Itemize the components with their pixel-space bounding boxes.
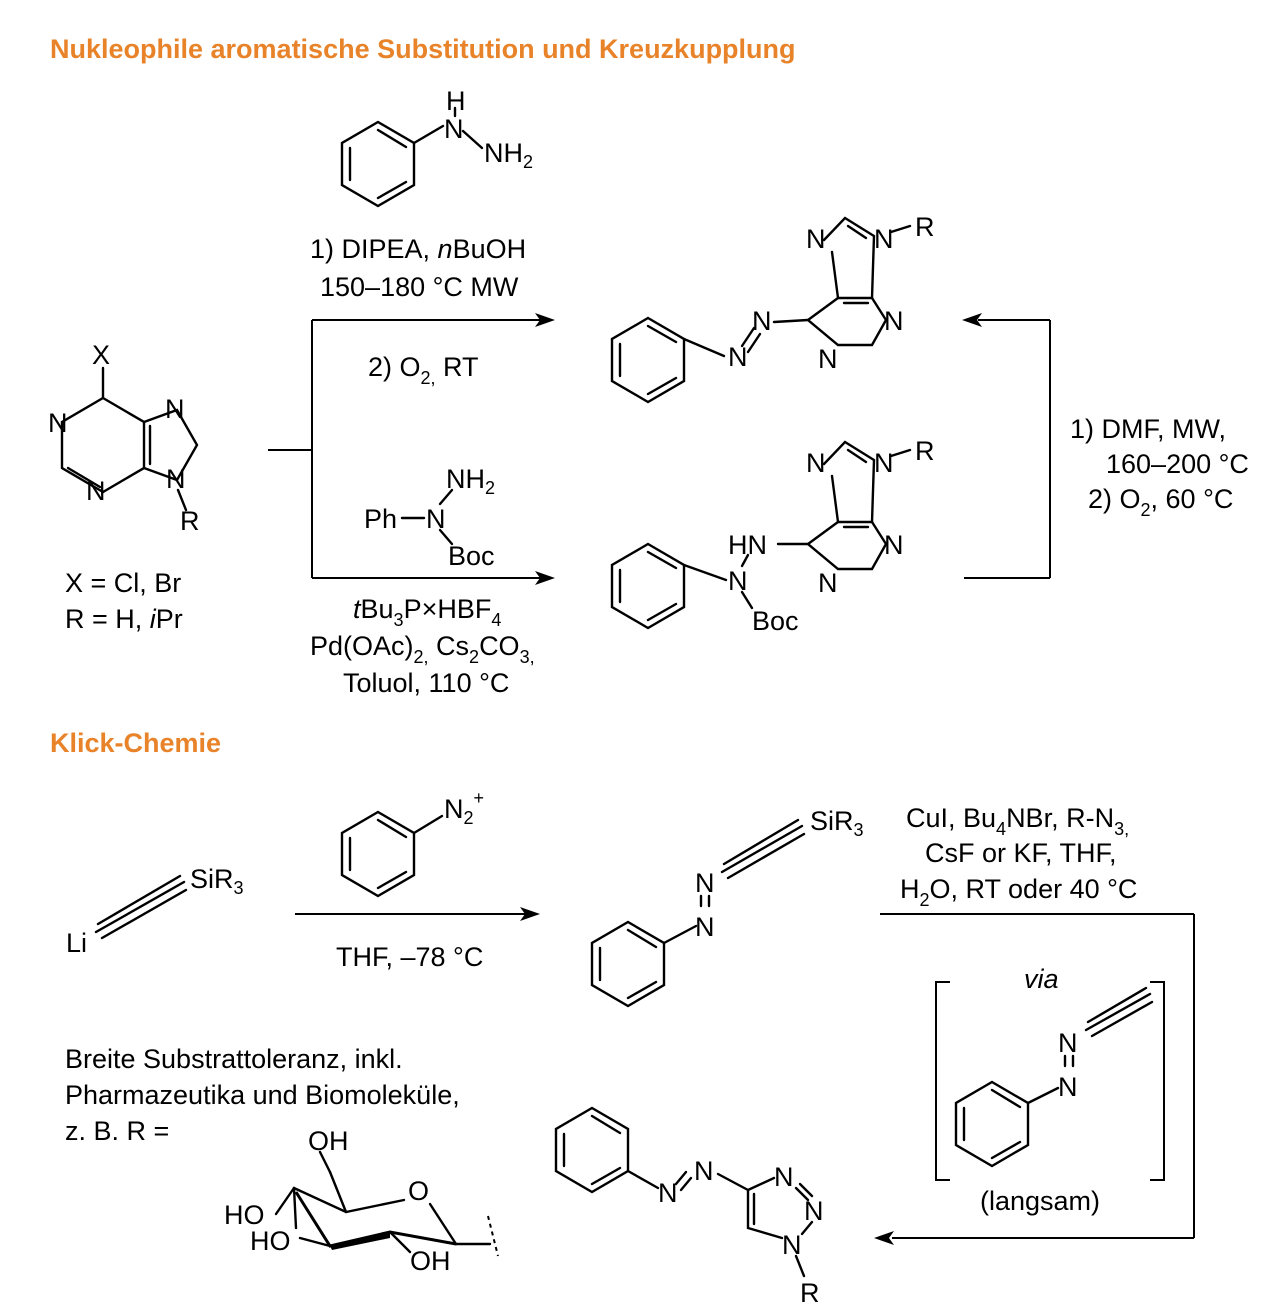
right-condition-1: 1) DMF, MW,: [1070, 414, 1226, 444]
alkynyl-azo-n1: N: [695, 912, 715, 942]
phenylhydrazine-n: N: [444, 114, 464, 144]
triazole-n3: N: [774, 1162, 794, 1192]
glucose-ho-c3: HO: [250, 1226, 291, 1256]
boc-product-nh: HN: [728, 530, 767, 560]
purine-n1-label: N: [48, 408, 68, 438]
alkynyl-azo-structure: N N SiR3: [590, 806, 864, 1008]
top-condition-1: 1) DIPEA, nBuOH: [310, 234, 526, 264]
click-heading: Klick-Chemie: [50, 728, 221, 758]
boc-product-boc: Boc: [752, 606, 799, 636]
azo-triazole-n1: N: [658, 1178, 678, 1208]
diazonium-structure: N2+: [340, 788, 484, 898]
click-arrow-1: [295, 907, 540, 921]
purine-r-definition: R = H, iPr: [65, 604, 183, 634]
click-arrow-2: [874, 913, 1195, 1245]
click-arrow-1-condition: THF, –78 °C: [336, 942, 483, 972]
purine-n9-label: N: [166, 464, 186, 494]
via-label: via: [1024, 964, 1059, 994]
azopurine-product-structure: N N N N R N N: [610, 212, 935, 404]
bottom-condition-1: tBu3P×HBF4: [353, 594, 501, 630]
click-condition-3: H2O, RT oder 40 °C: [900, 874, 1137, 910]
boc-product-n7: N: [806, 448, 826, 478]
boc-product-n: N: [728, 566, 748, 596]
azo-product-n7: N: [806, 224, 826, 254]
azo-triazole-structure: N N N N N R: [554, 1106, 824, 1308]
click-condition-2: CsF or KF, THF,: [925, 838, 1117, 868]
oxidation-arrow: [962, 313, 1051, 579]
via-intermediate-bracket: N N: [935, 981, 1165, 1181]
click-condition-1: CuI, Bu4NBr, R-N3,: [906, 803, 1129, 839]
alkynyl-azo-n2: N: [695, 868, 715, 898]
glucose-oh-c2: OH: [410, 1246, 451, 1276]
glucose-ho-c4: HO: [224, 1200, 265, 1230]
azo-product-n1p: N: [884, 306, 904, 336]
silylacetylide-structure: SiR3 Li: [66, 864, 244, 958]
boc-reagent-n: N: [426, 504, 446, 534]
triazole-n2: N: [804, 1196, 824, 1226]
tolerance-note-3: z. B. R =: [65, 1116, 169, 1146]
branch-arrows: [268, 313, 555, 585]
azo-product-n3: N: [818, 344, 838, 374]
boc-reagent-boc: Boc: [448, 541, 495, 571]
triazole-n1: N: [782, 1230, 802, 1260]
boc-hydrazinopurine-structure: HN N Boc N N R N N: [610, 436, 935, 636]
glucose-oh-c6: OH: [308, 1126, 349, 1156]
boc-product-n1: N: [884, 530, 904, 560]
azo-triazole-n2: N: [694, 1156, 714, 1186]
alkynyl-azo-sir3: SiR3: [810, 806, 864, 840]
glucose-structure: OH O HO HO OH: [224, 1126, 499, 1276]
right-condition-3: 2) O2, 60 °C: [1088, 484, 1233, 520]
bottom-condition-3: Toluol, 110 °C: [343, 668, 509, 698]
purine-start-structure: X N N N N R: [48, 340, 200, 536]
azo-product-n9: N: [874, 224, 894, 254]
purine-r-label: R: [180, 506, 200, 536]
via-intermediate-n1: N: [1058, 1072, 1078, 1102]
purine-x-label: X: [92, 340, 110, 370]
boc-product-n3: N: [818, 568, 838, 598]
tolerance-note-2: Pharmazeutika und Biomoleküle,: [65, 1080, 460, 1110]
azo-product-r: R: [915, 212, 935, 242]
glucose-ring-o: O: [408, 1176, 429, 1206]
azo-product-n1: N: [728, 342, 748, 372]
diazonium-n2plus: N2+: [444, 788, 484, 828]
boc-reagent-nh2: NH2: [446, 464, 495, 498]
right-condition-2: 160–200 °C: [1106, 449, 1249, 479]
boc-reagent-ph: Ph: [364, 504, 397, 534]
triazole-r: R: [800, 1278, 820, 1308]
azo-product-n2: N: [752, 306, 772, 336]
boc-product-r: R: [915, 436, 935, 466]
phenylhydrazine-h: H: [446, 86, 466, 116]
bottom-condition-2: Pd(OAc)2, Cs2CO3,: [310, 631, 535, 667]
via-intermediate-n2: N: [1058, 1028, 1078, 1058]
boc-product-n9: N: [874, 448, 894, 478]
purine-x-definition: X = Cl, Br: [65, 568, 181, 598]
purine-n7-label: N: [165, 394, 185, 424]
purine-n3-label: N: [86, 476, 106, 506]
acetylide-sir3: SiR3: [190, 864, 244, 898]
acetylide-li: Li: [66, 928, 87, 958]
top-condition-2: 150–180 °C MW: [320, 272, 519, 302]
phenylhydrazine-nh2: NH2: [484, 138, 533, 172]
tolerance-note-1: Breite Substrattoleranz, inkl.: [65, 1044, 403, 1074]
boc-phenylhydrazine-structure: Ph N NH2 Boc: [364, 464, 495, 571]
slow-label: (langsam): [980, 1186, 1100, 1216]
top-condition-3: 2) O2, RT: [368, 352, 479, 388]
snar-heading: Nukleophile aromatische Substitution und…: [50, 34, 796, 64]
phenylhydrazine-structure: H N NH2: [340, 86, 533, 208]
